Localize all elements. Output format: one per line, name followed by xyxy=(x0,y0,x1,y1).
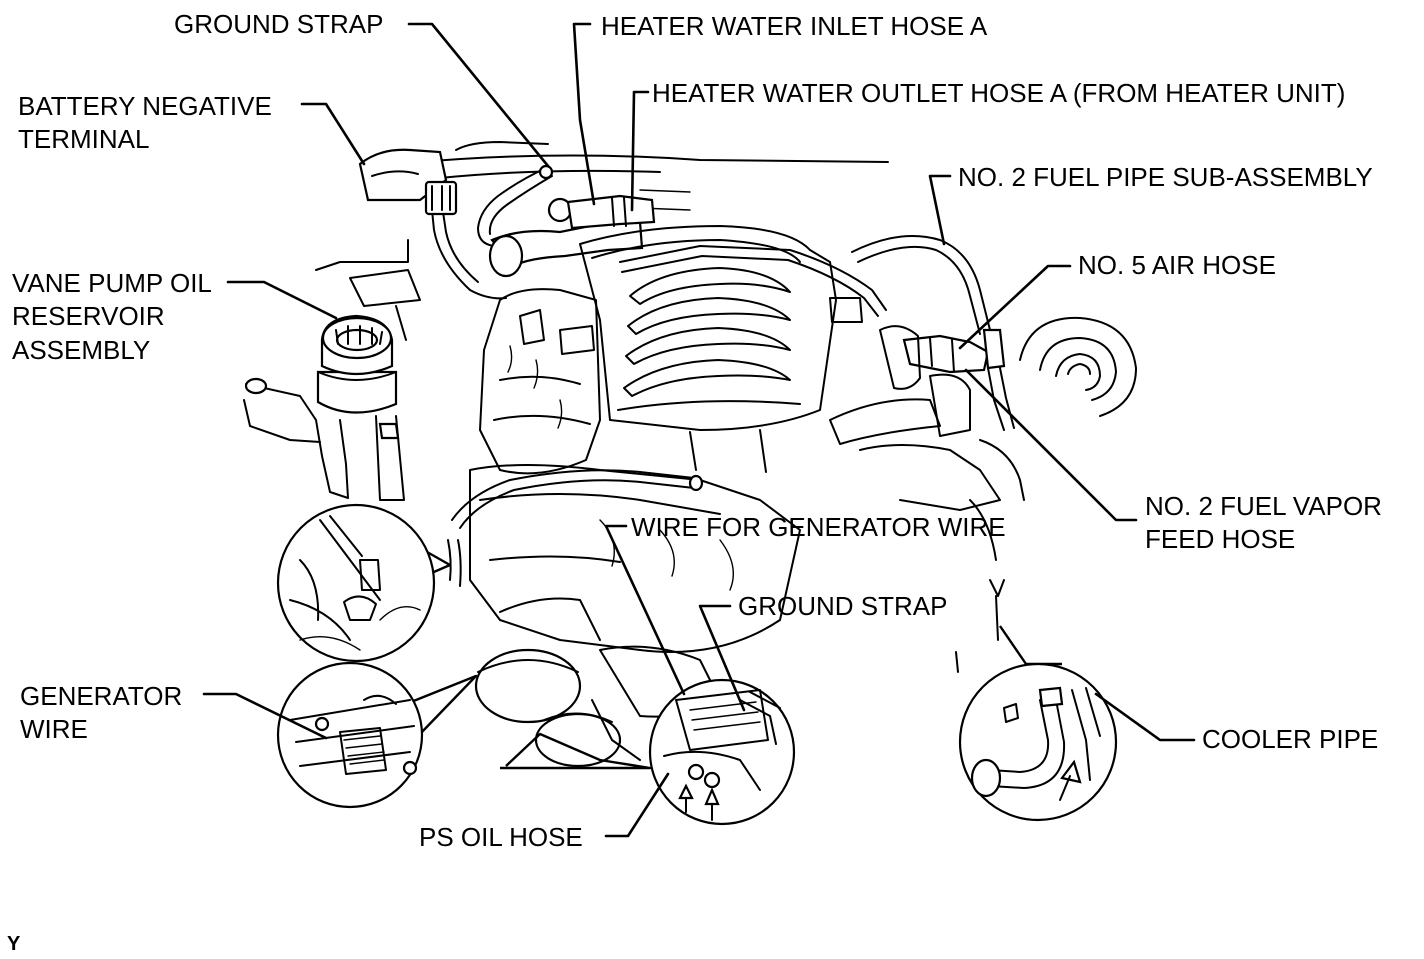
callout-labels: GROUND STRAP HEATER WATER INLET HOSE A H… xyxy=(7,9,1382,955)
label-cooler-pipe: COOLER PIPE xyxy=(1202,724,1378,754)
label-heater-water-inlet-hose-a: HEATER WATER INLET HOSE A xyxy=(601,11,988,41)
leader-no2-fuel-vapor xyxy=(964,368,1138,522)
leader-vane-pump xyxy=(226,280,338,320)
leader-cooler-pipe xyxy=(1094,692,1196,742)
leader-wire-for-generator xyxy=(604,524,686,696)
label-vane-pump-line2: RESERVOIR xyxy=(12,301,165,331)
leader-generator-wire xyxy=(202,692,328,740)
detail-view-cooler-pipe xyxy=(958,625,1118,822)
label-no2-fuel-vapor-line2: FEED HOSE xyxy=(1145,524,1295,554)
leader-lines xyxy=(202,22,1196,838)
label-wire-for-generator-wire: WIRE FOR GENERATOR WIRE xyxy=(631,512,1006,542)
label-generator-wire-line1: GENERATOR xyxy=(20,681,182,711)
label-battery-negative-line1: BATTERY NEGATIVE xyxy=(18,91,272,121)
leader-heater-inlet-hose xyxy=(572,22,596,206)
label-generator-wire-line2: WIRE xyxy=(20,714,88,744)
detail-view-generator-area xyxy=(500,678,796,826)
label-ground-strap-top: GROUND STRAP xyxy=(174,9,383,39)
label-heater-water-outlet-hose-a: HEATER WATER OUTLET HOSE A (FROM HEATER … xyxy=(652,78,1345,108)
leader-ps-oil-hose xyxy=(604,772,670,838)
label-ps-oil-hose: PS OIL HOSE xyxy=(419,822,583,852)
detail-view-battery-terminal xyxy=(276,503,452,663)
leader-heater-outlet-hose xyxy=(630,90,650,212)
leader-no2-fuel-pipe xyxy=(928,174,952,246)
label-vane-pump-line3: ASSEMBLY xyxy=(12,335,150,365)
label-ground-strap-bottom: GROUND STRAP xyxy=(738,591,947,621)
leader-ground-strap-bottom xyxy=(698,604,746,712)
detail-view-generator-wire xyxy=(276,661,478,809)
corner-mark: Y xyxy=(7,933,21,955)
label-no2-fuel-pipe-sub-assembly: NO. 2 FUEL PIPE SUB-ASSEMBLY xyxy=(958,162,1373,192)
leader-ground-strap-top xyxy=(407,22,550,168)
label-vane-pump-line1: VANE PUMP OIL xyxy=(12,268,212,298)
label-battery-negative-line2: TERMINAL xyxy=(18,124,149,154)
leader-no5-air-hose xyxy=(958,264,1072,350)
label-no5-air-hose: NO. 5 AIR HOSE xyxy=(1078,250,1276,280)
label-no2-fuel-vapor-line1: NO. 2 FUEL VAPOR xyxy=(1145,491,1382,521)
leader-battery-negative xyxy=(300,102,366,166)
